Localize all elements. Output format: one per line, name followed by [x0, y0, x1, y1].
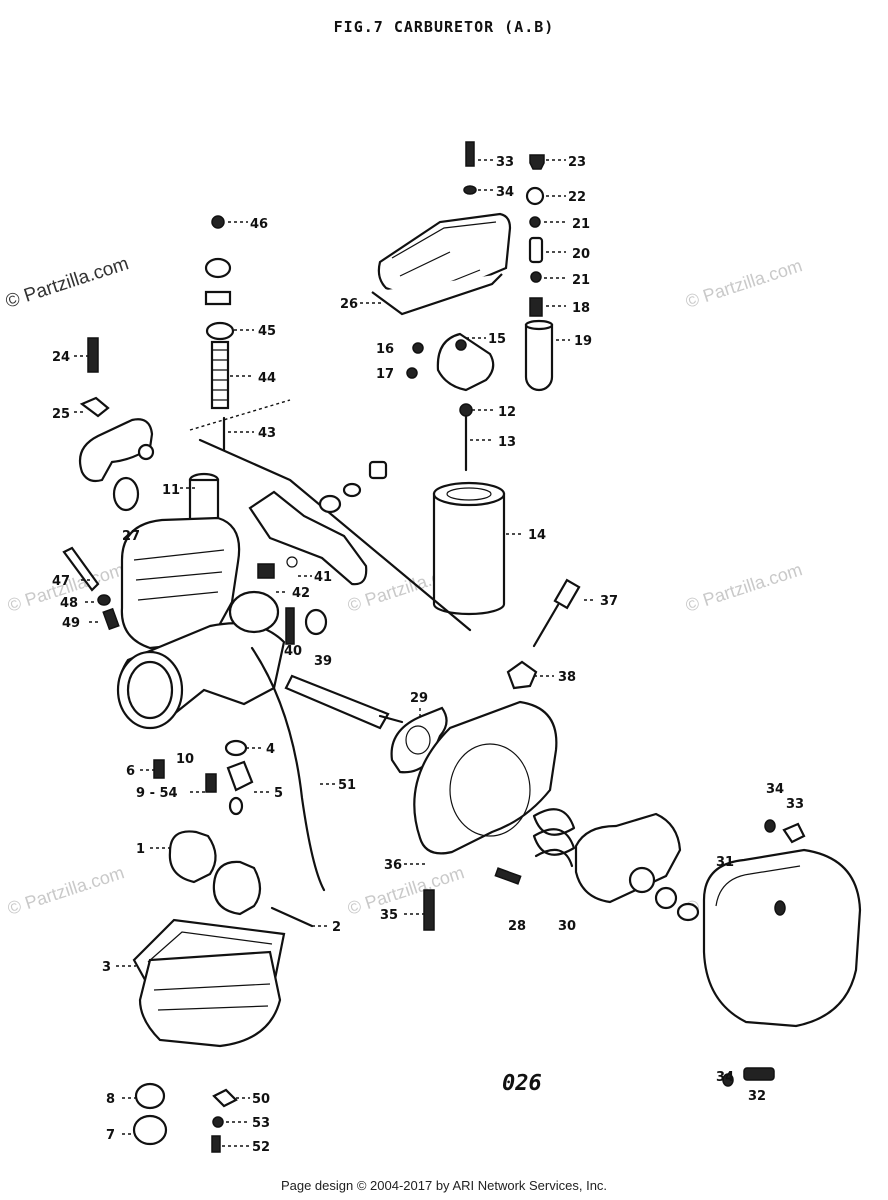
callout-48: 48	[60, 596, 78, 611]
callout-2: 2	[332, 920, 341, 935]
figure-code: 026	[502, 1071, 542, 1096]
callout-27: 27	[122, 529, 140, 544]
callout-labels: 33 34 23 22 21 20 21 18 19 26 15 16 17 1…	[52, 155, 804, 1155]
callout-1: 1	[136, 842, 145, 857]
callout-46: 46	[250, 217, 268, 232]
callout-21: 21	[572, 217, 590, 232]
leader-lines	[74, 159, 596, 1147]
callout-8: 8	[106, 1092, 115, 1107]
throttle-arm	[406, 332, 495, 392]
callout-51: 51	[338, 778, 356, 793]
watermark-text: © Partzilla.com	[683, 255, 805, 312]
carburetor-body	[112, 399, 472, 730]
callout-22: 22	[568, 190, 586, 205]
callout-25: 25	[52, 407, 70, 422]
throttle-housing	[390, 700, 558, 931]
top-cover	[371, 141, 512, 316]
callout-45: 45	[258, 324, 276, 339]
callout-13: 13	[498, 435, 516, 450]
jet-small-parts	[153, 739, 254, 816]
callout-29: 29	[410, 691, 428, 706]
callout-39: 39	[314, 654, 332, 669]
callout-7: 7	[106, 1128, 115, 1143]
callout-23: 23	[568, 155, 586, 170]
callout-30: 30	[558, 919, 576, 934]
callout-41: 41	[314, 570, 332, 585]
pilot-screw	[506, 578, 581, 690]
callout-47: 47	[52, 574, 70, 589]
callout-34: 34	[766, 782, 784, 797]
callout-14: 14	[528, 528, 546, 543]
watermark-text: © Partzilla.com	[683, 559, 805, 616]
callout-37: 37	[600, 594, 618, 609]
callout-9-54: 9 - 54	[136, 786, 178, 801]
callout-18: 18	[572, 301, 590, 316]
jet-parts	[257, 556, 328, 645]
callout-28: 28	[508, 919, 526, 934]
footer-copyright: Page design © 2004-2017 by ARI Network S…	[280, 1178, 608, 1193]
callout-15: 15	[488, 332, 506, 347]
callout-20: 20	[572, 247, 590, 262]
bowl-drain-parts	[132, 1082, 238, 1153]
callout-6: 6	[126, 764, 135, 779]
callout-50: 50	[252, 1092, 270, 1107]
callout-11: 11	[162, 483, 180, 498]
jet-needle-and-slide	[432, 403, 506, 616]
float-and-pin	[168, 830, 314, 928]
callout-21: 21	[572, 273, 590, 288]
callout-10: 10	[176, 752, 194, 767]
callout-26: 26	[340, 297, 358, 312]
callout-38: 38	[558, 670, 576, 685]
callout-19: 19	[574, 334, 592, 349]
callout-53: 53	[252, 1116, 270, 1131]
callout-17: 17	[376, 367, 394, 382]
callout-40: 40	[284, 644, 302, 659]
callout-42: 42	[292, 586, 310, 601]
callout-36: 36	[384, 858, 402, 873]
callout-33: 33	[786, 797, 804, 812]
callout-5: 5	[274, 786, 283, 801]
callout-33: 33	[496, 155, 514, 170]
choke-linkage	[248, 460, 388, 586]
cable-holder	[78, 337, 155, 483]
callout-31: 31	[716, 855, 734, 870]
callout-34: 34	[496, 185, 514, 200]
return-spring-lever	[532, 808, 700, 922]
float-bowl	[132, 918, 286, 1048]
callout-35: 35	[380, 908, 398, 923]
cable	[250, 646, 326, 892]
watermark-text: © Partzilla.com	[3, 253, 131, 313]
callout-34: 34	[716, 1070, 734, 1085]
callout-3: 3	[102, 960, 111, 975]
side-cover	[702, 819, 862, 1087]
pilot-adjuster	[204, 215, 235, 452]
callout-4: 4	[266, 742, 275, 757]
callout-24: 24	[52, 350, 70, 365]
callout-32: 32	[748, 1089, 766, 1104]
callout-12: 12	[498, 405, 516, 420]
callout-49: 49	[62, 616, 80, 631]
callout-44: 44	[258, 371, 276, 386]
callout-16: 16	[376, 342, 394, 357]
diagram-title: FIG.7 CARBURETOR (A.B)	[333, 18, 555, 36]
watermark-text: © Partzilla.com	[5, 862, 127, 919]
callout-43: 43	[258, 426, 276, 441]
throttle-shaft	[284, 674, 404, 730]
watermark-text: © Partzilla.com	[345, 862, 467, 919]
top-cap-parts	[524, 154, 554, 392]
callout-52: 52	[252, 1140, 270, 1155]
